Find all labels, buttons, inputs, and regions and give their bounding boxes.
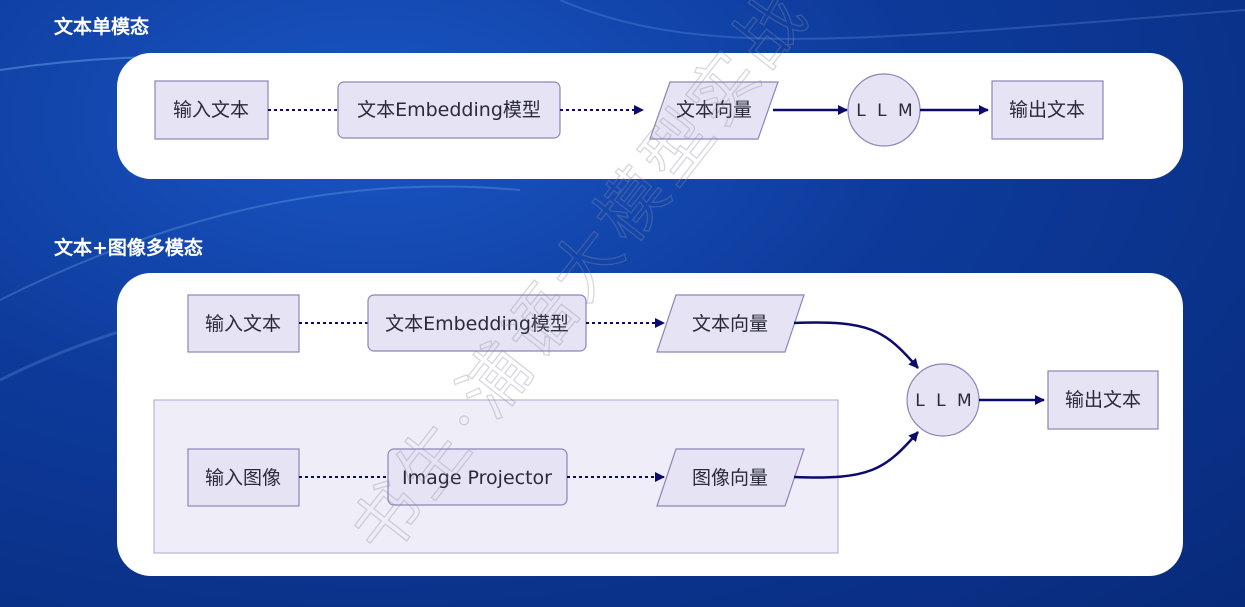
mm-embedding-model-label: 文本Embedding模型 xyxy=(385,313,569,335)
input-text-node xyxy=(154,80,269,140)
output-text-node xyxy=(991,80,1104,140)
mm-output-text-label: 输出文本 xyxy=(1065,389,1141,411)
edge-image-vector-to-llm xyxy=(793,431,919,479)
text-vector-node xyxy=(649,81,779,140)
text-only-diagram: 输入文本 文本Embedding模型 文本向量 L L M 输出文本 xyxy=(154,73,1104,147)
mm-edge-text-vector-to-llm xyxy=(793,321,919,369)
input-image-node xyxy=(187,448,300,507)
llm-label: L L M xyxy=(856,101,915,121)
image-vector-node xyxy=(656,448,805,507)
mm-text-vector-label: 文本向量 xyxy=(692,313,768,335)
input-image-label: 输入图像 xyxy=(205,467,281,489)
image-vector-label: 图像向量 xyxy=(692,467,768,489)
mm-text-vector-node xyxy=(656,294,805,353)
mm-output-text-node xyxy=(1047,370,1159,430)
input-text-label: 输入文本 xyxy=(173,99,249,121)
mm-input-text-label: 输入文本 xyxy=(205,313,281,335)
mm-llm-label: L L M xyxy=(915,391,974,411)
image-projector-label: Image Projector xyxy=(402,467,552,489)
embedding-model-label: 文本Embedding模型 xyxy=(357,99,541,121)
output-text-label: 输出文本 xyxy=(1009,99,1085,121)
text-vector-label: 文本向量 xyxy=(676,99,752,121)
section-title-multimodal: 文本+图像多模态 xyxy=(54,237,203,259)
section-title-text-only: 文本单模态 xyxy=(54,16,150,38)
multimodal-diagram: 输入文本 文本Embedding模型 文本向量 输入图像 Image Proje… xyxy=(153,294,1159,554)
